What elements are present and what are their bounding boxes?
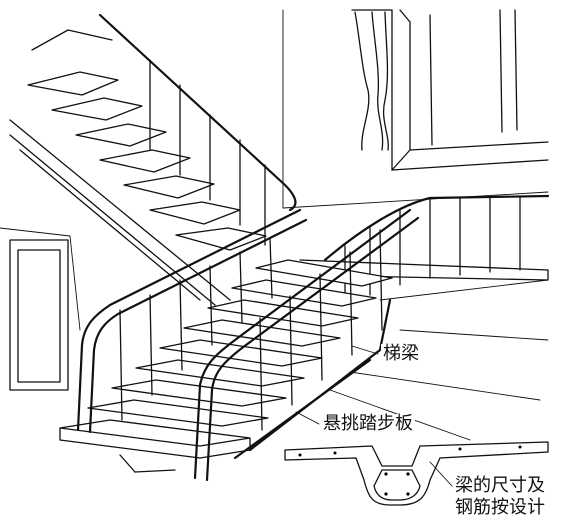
door [9, 239, 69, 391]
landing-railing [299, 194, 550, 306]
stair-beam [233, 298, 392, 460]
beam-note-line-1: 梁的尺寸及 [455, 475, 545, 497]
curtain [351, 9, 393, 151]
window-frame [391, 9, 549, 171]
lower-handrail [76, 208, 420, 482]
leader-lines [295, 345, 453, 487]
upper-flight [9, 29, 267, 306]
beam-section-detail [284, 441, 549, 506]
beam-note-line-2: 钢筋按设计 [455, 497, 545, 519]
cantilever-tread-label: 悬挑踏步板 [321, 413, 415, 434]
beam-note-label: 梁的尺寸及 钢筋按设计 [455, 475, 545, 519]
beam-label: 梯梁 [381, 343, 421, 364]
lower-flight [59, 259, 393, 473]
upper-handrail [98, 13, 297, 246]
